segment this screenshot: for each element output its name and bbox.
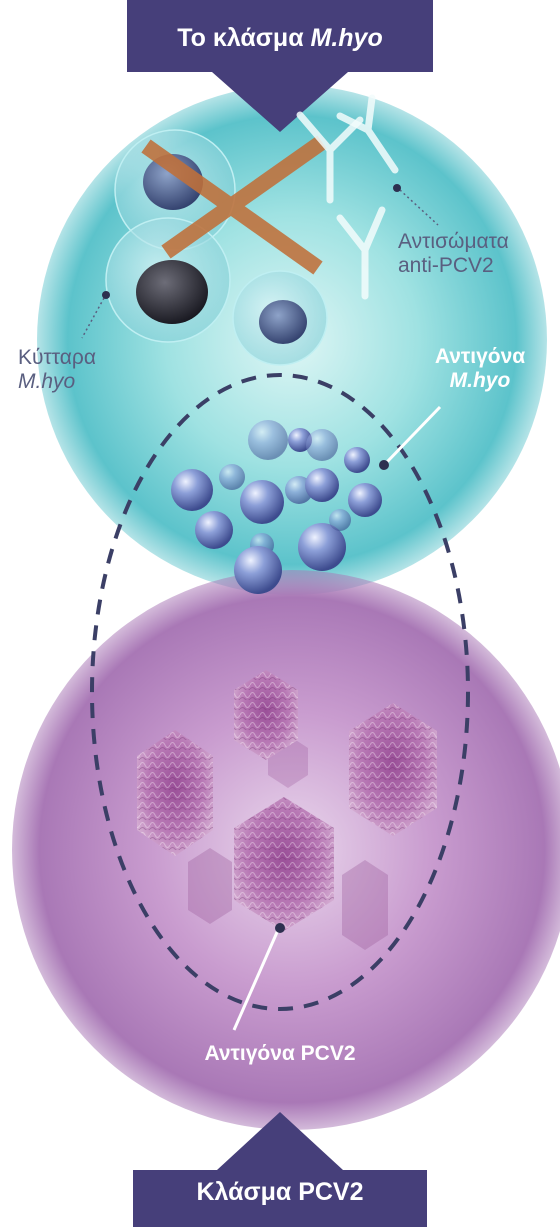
top-banner-title: Το κλάσμα M.hyo xyxy=(130,24,430,53)
bottom-banner-arrow xyxy=(133,1112,427,1227)
cell-icon xyxy=(233,271,327,365)
bottom-banner-title: Κλάσμα PCV2 xyxy=(130,1178,430,1207)
pcv2-antigens-label: Αντιγόνα PCV2 xyxy=(160,1042,400,1066)
antibodies-label: Αντισώματα anti-PCV2 xyxy=(398,230,509,277)
cell-icon xyxy=(106,218,230,342)
cells-label: Κύτταρα M.hyo xyxy=(18,346,96,393)
mhyo-antigens-label: Αντιγόνα M.hyo xyxy=(405,345,555,392)
